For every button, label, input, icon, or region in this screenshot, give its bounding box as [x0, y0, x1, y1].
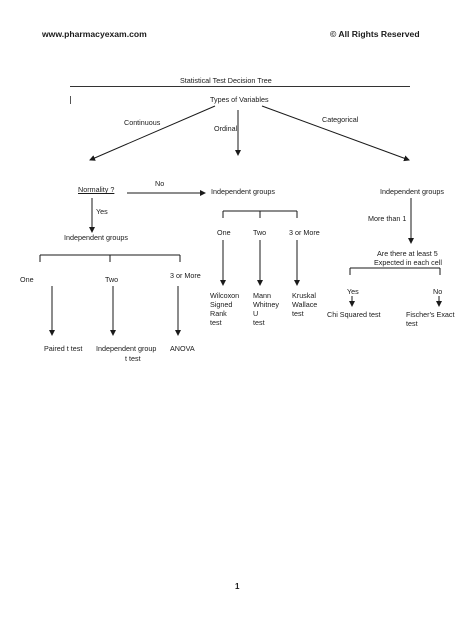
label-ordinal: Ordinal — [214, 124, 238, 133]
label-ord-two: Two — [253, 228, 267, 237]
margin-marker — [70, 96, 71, 104]
test-kruskal-line: Wallace — [292, 300, 318, 309]
node-ordinal-groups: Independent groups — [211, 187, 275, 196]
node-categorical-groups: Independent groups — [380, 187, 444, 196]
label-cat-no: No — [433, 287, 443, 296]
label-normality-no: No — [155, 179, 165, 188]
label-continuous: Continuous — [124, 118, 161, 127]
label-cont-one: One — [20, 275, 34, 284]
label-cont-two: Two — [105, 275, 119, 284]
test-paired-t: Paired t test — [44, 344, 83, 353]
test-wilcoxon-line: test — [210, 318, 222, 327]
node-normality: Normality ? — [78, 185, 115, 194]
page-number: 1 — [235, 582, 240, 591]
test-anova: ANOVA — [170, 344, 195, 353]
node-continuous-groups: Independent groups — [64, 233, 128, 242]
rights-notice: © All Rights Reserved — [330, 29, 420, 39]
label-more-than-1: More than 1 — [368, 214, 407, 223]
test-kruskal-line: Kruskal — [292, 291, 316, 300]
node-question-line1: Are there at least 5 — [377, 249, 438, 258]
test-mann-line: Mann — [253, 291, 271, 300]
test-independent-group-line1: Independent group — [96, 344, 157, 353]
site-url: www.pharmacyexam.com — [42, 29, 147, 39]
label-cont-three: 3 or More — [170, 271, 201, 280]
node-types-of-variables: Types of Variables — [210, 95, 269, 104]
test-fischer-line2: test — [406, 319, 418, 328]
label-categorical: Categorical — [322, 115, 359, 124]
diagram-title: Statistical Test Decision Tree — [180, 76, 272, 85]
test-mann-line: U — [253, 309, 259, 318]
edge-root-categorical — [261, 105, 410, 162]
label-cat-yes: Yes — [347, 287, 359, 296]
test-kruskal-line: test — [292, 309, 304, 318]
test-fischer-line1: Fischer's Exact — [406, 310, 455, 319]
test-wilcoxon-line: Wilcoxon — [210, 291, 240, 300]
label-ord-one: One — [217, 228, 231, 237]
edge-root-continuous — [89, 105, 216, 161]
test-wilcoxon-line: Rank — [210, 309, 227, 318]
test-wilcoxon-line: Signed — [210, 300, 233, 309]
node-question-line2: Expected in each cell — [374, 258, 442, 267]
label-ord-three: 3 or More — [289, 228, 320, 237]
test-independent-group-line2: t test — [125, 354, 141, 363]
title-rule — [70, 86, 410, 87]
test-mann-line: Whitney — [253, 300, 279, 309]
test-mann-line: test — [253, 318, 265, 327]
test-chi-squared: Chi Squared test — [327, 310, 381, 319]
label-normality-yes: Yes — [96, 207, 108, 216]
